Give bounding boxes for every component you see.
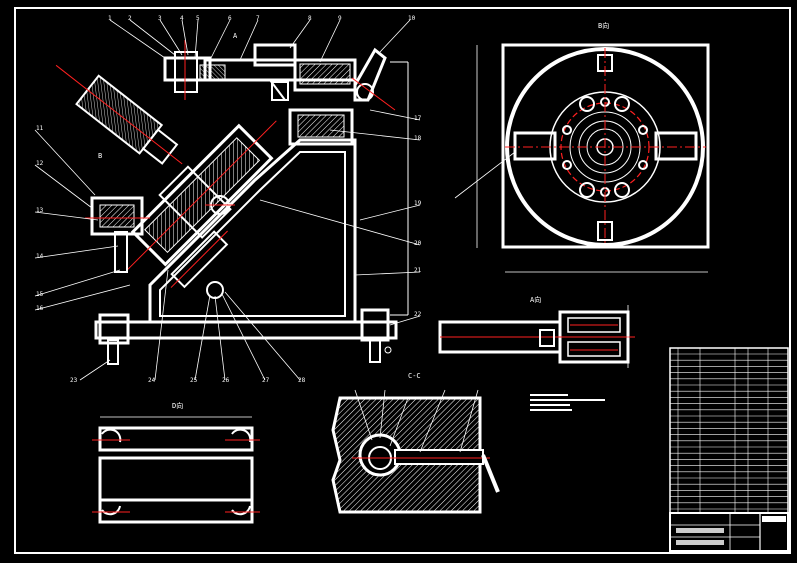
cc-section: C-C [331, 372, 500, 514]
column [288, 108, 354, 146]
callout-19: 19 [414, 200, 422, 207]
cutter-tool [55, 64, 183, 165]
callout-14: 14 [36, 253, 44, 260]
lever [353, 47, 387, 102]
callout-22: 22 [414, 311, 422, 318]
title-block [669, 512, 789, 552]
left-clamp [90, 196, 144, 236]
callout-4: 4 [180, 15, 184, 22]
callout-24: 24 [148, 377, 156, 384]
callout-18: 18 [414, 135, 422, 142]
main-view: A B 1 2 3 4 5 6 7 8 9 10 11 [34, 15, 422, 384]
callout-16: 16 [36, 305, 44, 312]
parts-list [669, 347, 789, 514]
callout-2: 2 [128, 15, 132, 22]
left-foot [98, 313, 130, 345]
callout-13: 13 [36, 207, 44, 214]
b-view: B向 [454, 21, 710, 273]
technical-notes [530, 394, 605, 411]
callout-25: 25 [190, 377, 198, 384]
callout-7: 7 [256, 15, 260, 22]
d-view-title: D向 [172, 401, 183, 410]
sheet-border [14, 7, 791, 554]
callout-11: 11 [36, 125, 44, 132]
callout-12: 12 [36, 160, 44, 167]
callout-10: 10 [408, 15, 416, 22]
view-b-label: B [98, 152, 102, 160]
right-foot [360, 308, 390, 342]
callout-5: 5 [196, 15, 200, 22]
callout-26: 26 [222, 377, 230, 384]
base-plate [94, 320, 398, 340]
top-callouts [109, 19, 411, 63]
callout-8: 8 [308, 15, 312, 22]
b-view-plate [501, 43, 710, 249]
callout-6: 6 [228, 15, 232, 22]
callout-23: 23 [70, 377, 78, 384]
a-view: A向 [438, 295, 635, 368]
view-a-label: A [233, 32, 238, 40]
inclined-assembly [127, 120, 277, 270]
b-view-title: B向 [598, 21, 609, 30]
callout-17: 17 [414, 115, 422, 122]
callout-27: 27 [262, 377, 270, 384]
callout-20: 20 [414, 240, 422, 247]
callout-28: 28 [298, 377, 306, 384]
callout-15: 15 [36, 291, 44, 298]
a-view-title: A向 [530, 295, 541, 304]
main-frame [148, 138, 357, 324]
callout-3: 3 [158, 15, 162, 22]
cc-section-title: C-C [408, 372, 421, 380]
callout-21: 21 [414, 267, 422, 274]
callout-9: 9 [338, 15, 342, 22]
d-view: D向 [92, 401, 260, 524]
callout-1: 1 [108, 15, 112, 22]
